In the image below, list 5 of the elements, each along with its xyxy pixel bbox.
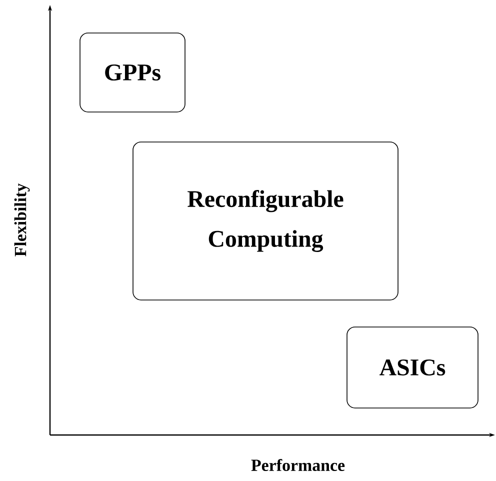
label-box: Reconfigurable Computing [132, 142, 398, 300]
axis-label: Flexibility [14, 183, 30, 256]
axis-label: Performance [251, 458, 345, 472]
label-box: GPPs [80, 32, 186, 112]
label-box: ASICs [346, 326, 478, 408]
